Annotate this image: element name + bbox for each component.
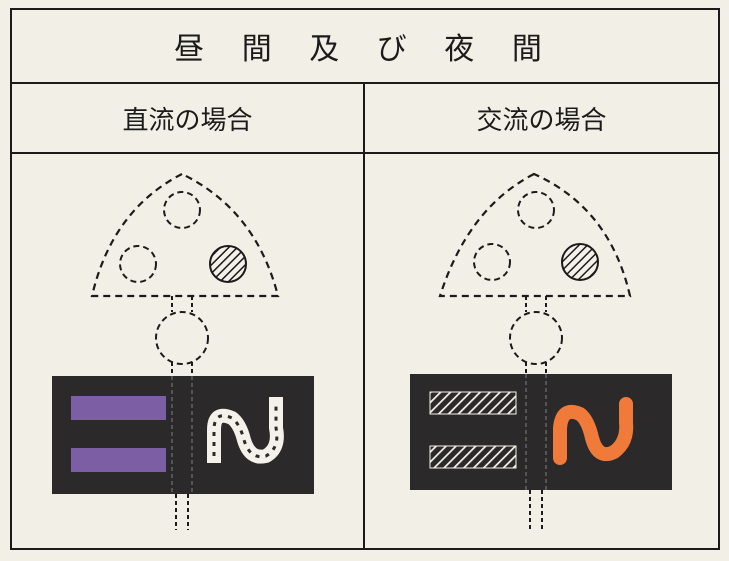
- ac-diagram: [410, 172, 672, 530]
- orange-wave-icon: [553, 397, 634, 465]
- signal-table: 昼 間 及 び 夜 間 直流の場合 交流の場合: [10, 8, 720, 550]
- dc-signal-head: [90, 172, 280, 298]
- dc-diagram: [52, 172, 314, 530]
- dc-lamp-lower: [155, 311, 209, 365]
- equals-bars-icon: [71, 396, 166, 472]
- tilde-wave-icon: [207, 397, 284, 464]
- ac-lamp-lit: [561, 243, 599, 281]
- table-title: 昼 間 及 び 夜 間: [174, 32, 556, 67]
- header-dc: 直流の場合: [12, 84, 365, 152]
- dc-lamp-left: [119, 245, 157, 283]
- ac-lamp-top: [517, 191, 555, 229]
- header-row: 直流の場合 交流の場合: [12, 84, 718, 154]
- ac-lamp-left: [473, 243, 511, 281]
- column-divider: [363, 154, 365, 550]
- ac-signal-head: [438, 172, 632, 298]
- title-row: 昼 間 及 び 夜 間: [12, 10, 718, 84]
- dc-lamp-lit: [209, 245, 247, 283]
- ac-lamp-lower: [509, 311, 563, 365]
- hatched-bars-icon: [429, 391, 517, 469]
- header-ac: 交流の場合: [476, 105, 607, 136]
- dc-lamp-top: [163, 191, 201, 229]
